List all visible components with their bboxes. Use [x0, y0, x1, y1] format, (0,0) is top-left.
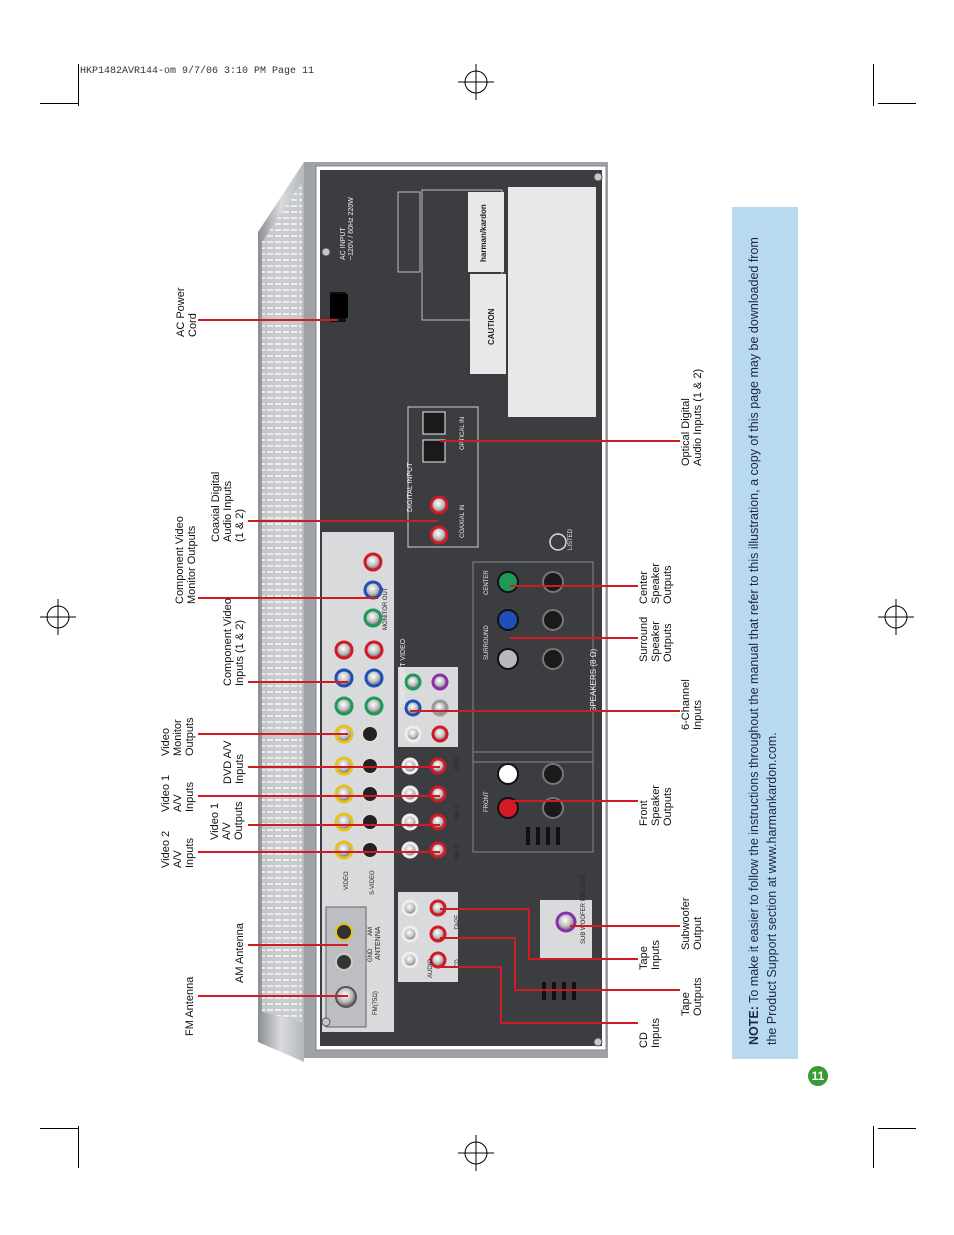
crop-mark [78, 1126, 79, 1168]
leader-tape-out-h2 [514, 989, 680, 991]
leader-cd-in [440, 966, 502, 968]
panel-label-optical-in: OPTICAL IN [460, 416, 466, 450]
registration-mark-icon [878, 599, 914, 635]
callout-six-channel: 6-Channel Inputs [680, 679, 704, 730]
callout-component-inputs: Component Video Inputs (1 & 2) [222, 598, 246, 686]
leader-video1-out [248, 824, 440, 826]
crop-mark [873, 64, 874, 106]
panel-label-brand: harman/kardon [479, 204, 488, 262]
panel-label-dvd: DVD [455, 757, 461, 770]
callout-ac-power: AC Power Cord [175, 287, 199, 337]
leader-surround [510, 637, 638, 639]
crop-mark [78, 64, 79, 106]
print-slug: HKP1482AVR144-om 9/7/06 3:10 PM Page 11 [80, 66, 315, 77]
leader-cd-in-h2 [500, 1022, 638, 1024]
leader-component-inputs [248, 681, 348, 683]
leader-six-channel [410, 710, 680, 712]
crop-mark [878, 1128, 916, 1129]
registration-mark-icon [458, 1135, 494, 1171]
panel-label-s-video: S-VIDEO [370, 870, 376, 895]
callout-tape-out: Tape Outputs [680, 977, 704, 1016]
callout-am-antenna: AM Antenna [234, 923, 246, 983]
leader-subwoofer [570, 925, 680, 927]
panel-label-monitor-out: MONITOR OUT [383, 587, 389, 630]
callout-coaxial: Coaxial Digital Audio Inputs (1 & 2) [210, 471, 246, 542]
leader-video1-in [198, 795, 440, 797]
panel-label-ac-input: AC INPUT ~120V / 60Hz 220W [340, 197, 355, 260]
receiver-rear-panel [258, 162, 608, 1062]
panel-label-speakers: SPEAKERS (8 Ω) [589, 648, 598, 712]
callout-fm-antenna: FM Antenna [184, 976, 196, 1036]
callout-dvd-av: DVD A/V Inputs [222, 740, 246, 784]
callout-component-monitor: Component Video Monitor Outputs [174, 516, 198, 604]
callout-video1-out: Video 1 A/V Outputs [209, 801, 245, 840]
leader-cd-in-v [500, 966, 502, 1024]
panel-label-fm: FM(75Ω) [373, 991, 379, 1015]
panel-label-listed: LISTED [568, 528, 574, 550]
page-number: 11 [808, 1066, 828, 1086]
leader-video2-in [198, 851, 440, 853]
note-panel: NOTE: To make it easier to follow the in… [732, 207, 798, 1059]
panel-label-surround: SURROUND [484, 625, 490, 660]
leader-tape-out [440, 937, 516, 939]
panel-label-digital-input: DIGITAL INPUT [407, 462, 414, 512]
leader-optical [440, 440, 680, 442]
panel-label-gnd: GND [368, 948, 374, 962]
note-body: To make it easier to follow the instruct… [747, 237, 779, 1045]
callout-surround: Surround Speaker Outputs [638, 616, 674, 662]
crop-mark [40, 103, 78, 104]
panel-label-component-video: COMPONENT VIDEO [400, 638, 407, 708]
panel-label-front: FRONT [484, 791, 490, 812]
panel-label-video: VIDEO [344, 871, 350, 890]
leader-ac-power [198, 319, 338, 321]
crop-mark [40, 1128, 78, 1129]
note-text: NOTE: To make it easier to follow the in… [745, 220, 781, 1045]
registration-mark-icon [458, 64, 494, 100]
leader-dvd-av [248, 766, 440, 768]
leader-tape-in-v [528, 908, 530, 960]
leader-coaxial [248, 520, 438, 522]
leader-video-monitor [198, 733, 348, 735]
callout-optical: Optical Digital Audio Inputs (1 & 2) [680, 368, 704, 466]
panel-label-vid1: VID 1 [455, 804, 461, 820]
panel-label-coaxial-in: COAXIAL IN [460, 504, 466, 538]
callout-video2-in: Video 2 A/V Inputs [160, 830, 196, 868]
leader-center [510, 585, 638, 587]
panel-label-center: CENTER [484, 570, 490, 595]
panel-label-caution: CAUTION [487, 308, 496, 345]
callout-front: Front Speaker Outputs [638, 785, 674, 826]
panel-label-sub-out: SUB WOOFER PRE-OUT [581, 874, 587, 944]
leader-am-antenna [248, 944, 348, 946]
crop-mark [873, 1126, 874, 1168]
leader-fm-antenna [198, 995, 348, 997]
note-label: NOTE: [747, 1006, 761, 1045]
callout-video1-in: Video 1 A/V Inputs [160, 774, 196, 812]
leader-component-monitor [198, 597, 378, 599]
leader-tape-out-v [514, 937, 516, 991]
registration-mark-icon [40, 599, 76, 635]
callout-cd-in: CD Inputs [638, 1018, 662, 1048]
panel-label-vid2: VID 2 [455, 844, 461, 860]
leader-tape-in [440, 908, 530, 910]
callout-subwoofer: Subwoofer Output [680, 897, 704, 950]
callout-video-monitor: Video Monitor Outputs [160, 717, 196, 756]
leader-front [510, 800, 638, 802]
callout-tape-in: Tape Inputs [638, 940, 662, 970]
crop-mark [878, 103, 916, 104]
panel-label-tape: TAPE [455, 914, 461, 930]
leader-tape-in-h2 [528, 958, 638, 960]
panel-label-am: AM [368, 927, 374, 936]
callout-center: Center Speaker Outputs [638, 563, 674, 604]
panel-label-audio: AUDIO [428, 958, 434, 978]
